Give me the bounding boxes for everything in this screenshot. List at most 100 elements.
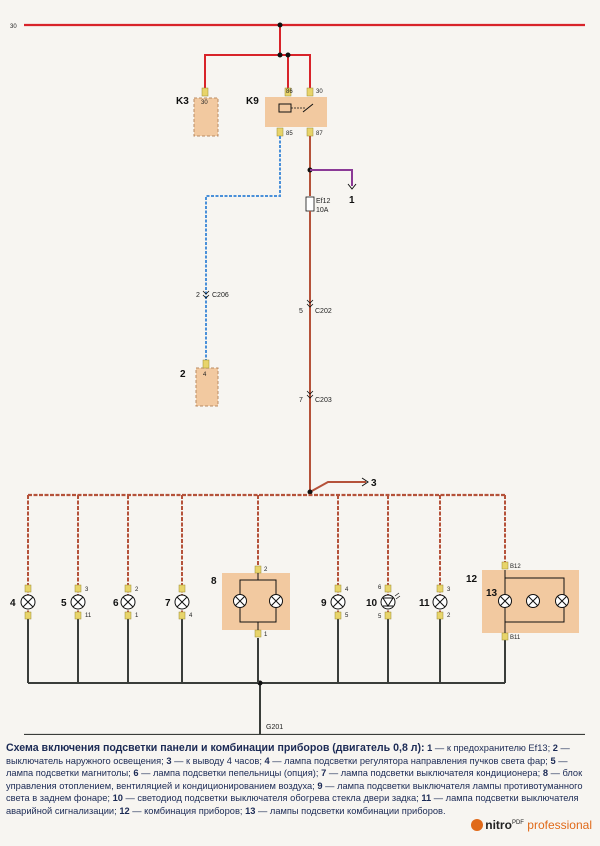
block-8-label: 8 bbox=[211, 576, 217, 587]
lamp-4: 4 bbox=[10, 495, 36, 683]
fuse-name: Ef12 bbox=[316, 198, 331, 205]
caption-title: Схема включения подсветки панели и комби… bbox=[6, 742, 425, 754]
junction-rail bbox=[277, 22, 283, 28]
c203-connector-symbol bbox=[306, 390, 314, 399]
caption-item-number: 6 bbox=[133, 768, 139, 779]
k3-pin: 30 bbox=[201, 100, 208, 106]
caption-item-number: 5 bbox=[550, 755, 556, 766]
switch-2-terminal bbox=[202, 359, 210, 369]
output-1-label: 1 bbox=[349, 195, 355, 206]
led-10-pin-bottom: 5 bbox=[378, 614, 382, 620]
caption-item-4: 4 — лампа подсветки регулятора направлен… bbox=[264, 755, 548, 766]
lamp-6-label: 6 bbox=[113, 598, 119, 609]
lamp-5: 5 3 11 bbox=[61, 495, 92, 683]
lamp-11-pin-top: 3 bbox=[447, 587, 451, 593]
lamp-9-pin-bottom: 5 bbox=[345, 613, 349, 619]
c203-name: C203 bbox=[315, 397, 332, 404]
switch-2-label: 2 bbox=[180, 369, 186, 380]
lamp-11-pin-bottom: 2 bbox=[447, 613, 451, 619]
wire-power-k3-k9 bbox=[204, 54, 311, 88]
k9-pin-85: 85 bbox=[286, 131, 293, 137]
c203-pin: 7 bbox=[299, 397, 303, 404]
block-8-hvac-control: 8 2 1 bbox=[211, 495, 290, 683]
lamp-9: 9 4 5 bbox=[321, 495, 349, 683]
caption-item-number: 9 bbox=[317, 780, 323, 791]
block-12-label: 12 bbox=[466, 574, 478, 585]
caption-item-number: 4 bbox=[264, 755, 270, 766]
caption-item-number: 1 bbox=[427, 743, 433, 753]
caption-item-text: лампы подсветки комбинации приборов bbox=[269, 805, 443, 816]
caption-item-number: 12 bbox=[119, 805, 130, 816]
caption-item-number: 11 bbox=[421, 793, 432, 804]
c202-name: C202 bbox=[315, 308, 332, 315]
led-10: 10 6 5 bbox=[366, 495, 401, 683]
c206-connector-symbol bbox=[202, 290, 210, 299]
k3-box bbox=[193, 97, 219, 137]
wire-to-clock bbox=[309, 481, 366, 493]
c206-name: C206 bbox=[212, 292, 229, 299]
caption-item-text: к выводу 4 часов bbox=[185, 755, 260, 766]
ground-point-label: G201 bbox=[266, 724, 283, 731]
caption-item-9: 9 — лампа подсветки выключателя лампы пр… bbox=[6, 780, 583, 804]
wire-purple-to-ef13 bbox=[310, 169, 353, 186]
caption-item-text: лампа подсветки пепельницы (опция) bbox=[152, 768, 316, 779]
caption-legend-list: 1 — к предохранителю Ef13; 2 — выключате… bbox=[6, 743, 583, 816]
caption-item-8: 8 — блок управления отоплением, вентиляц… bbox=[6, 768, 583, 791]
block-13-label: 13 bbox=[486, 588, 498, 599]
caption-item-7: 7 — лампа подсветки выключателя кондицио… bbox=[321, 768, 541, 779]
relay-k9-box bbox=[265, 97, 327, 127]
caption-item-text: лампа подсветки выключателя аварийной си… bbox=[6, 793, 579, 816]
relay-contact bbox=[302, 103, 314, 113]
lamp-9-pin-top: 4 bbox=[345, 587, 349, 593]
caption-item-11: 11 — лампа подсветки выключателя аварийн… bbox=[6, 793, 579, 816]
caption-item-10: 10 — светодиод подсветки выключателя обо… bbox=[112, 793, 419, 804]
lamp-5-label: 5 bbox=[61, 598, 67, 609]
caption-item-number: 2 bbox=[552, 743, 558, 753]
k3-label: K3 bbox=[176, 96, 189, 107]
lamp-7: 7 4 bbox=[165, 495, 193, 683]
lamp-5-pin-top: 3 bbox=[85, 587, 89, 593]
lamp-6-pin-bottom: 1 bbox=[135, 613, 139, 619]
block-12-pin-bottom: B11 bbox=[510, 635, 521, 641]
block-12-pin-top: B12 bbox=[510, 564, 521, 570]
led-10-label: 10 bbox=[366, 598, 378, 609]
k9-terminal-87 bbox=[306, 127, 314, 137]
block-8-pin-top: 2 bbox=[264, 567, 268, 573]
output-3-label: 3 bbox=[371, 478, 377, 489]
caption-item-12: 12 — комбинация приборов; bbox=[119, 805, 243, 816]
caption-item-number: 3 bbox=[166, 755, 172, 766]
caption-item-text: лампа подсветки выключателя лампы против… bbox=[6, 780, 583, 804]
watermark-brand: nitro bbox=[485, 818, 512, 832]
k9-pin-86: 86 bbox=[286, 89, 293, 95]
k9-pin-87: 87 bbox=[316, 131, 323, 137]
k9-terminal-85 bbox=[276, 127, 284, 137]
caption-item-1: 1 — к предохранителю Ef13; bbox=[427, 743, 551, 753]
caption-item-6: 6 — лампа подсветки пепельницы (опция); bbox=[133, 768, 319, 779]
caption-item-text: к предохранителю Ef13 bbox=[446, 743, 548, 753]
lamp-11: 11 3 2 bbox=[419, 495, 451, 683]
diagram-caption: Схема включения подсветки панели и комби… bbox=[6, 742, 594, 818]
output-3-arrow bbox=[361, 477, 369, 487]
caption-item-3: 3 — к выводу 4 часов; bbox=[166, 755, 262, 766]
lamp-7-label: 7 bbox=[165, 598, 171, 609]
caption-item-text: лампа подсветки выключателя кондиционера bbox=[340, 768, 538, 779]
lamp-4-label: 4 bbox=[10, 598, 16, 609]
c202-connector-symbol bbox=[306, 299, 314, 308]
caption-item-text: светодиод подсветки выключателя обогрева… bbox=[137, 793, 417, 804]
caption-item-text: выключатель наружного освещения bbox=[6, 755, 162, 766]
k9-pin-30: 30 bbox=[316, 89, 323, 95]
fuse-rating: 10A bbox=[316, 207, 329, 214]
caption-item-number: 13 bbox=[245, 805, 256, 816]
watermark-sup: PDF bbox=[511, 820, 524, 826]
wiring-diagram: 30 K3 30 K9 86 30 85 87 2 C206 2 4 1 Ef1… bbox=[10, 22, 585, 735]
block-8-pin-bottom: 1 bbox=[264, 632, 268, 638]
nitro-pdf-watermark: nitroPDF professional bbox=[471, 818, 592, 832]
rail-30-label: 30 bbox=[10, 24, 17, 30]
lamp-5-pin-bottom: 11 bbox=[85, 613, 92, 619]
caption-item-number: 8 bbox=[542, 768, 548, 779]
lamp-7-pin-bottom: 4 bbox=[189, 613, 193, 619]
relay-k9-label: K9 bbox=[246, 96, 259, 107]
caption-item-number: 10 bbox=[112, 793, 123, 804]
lamp-9-label: 9 bbox=[321, 598, 327, 609]
nitro-logo-icon bbox=[471, 819, 484, 831]
